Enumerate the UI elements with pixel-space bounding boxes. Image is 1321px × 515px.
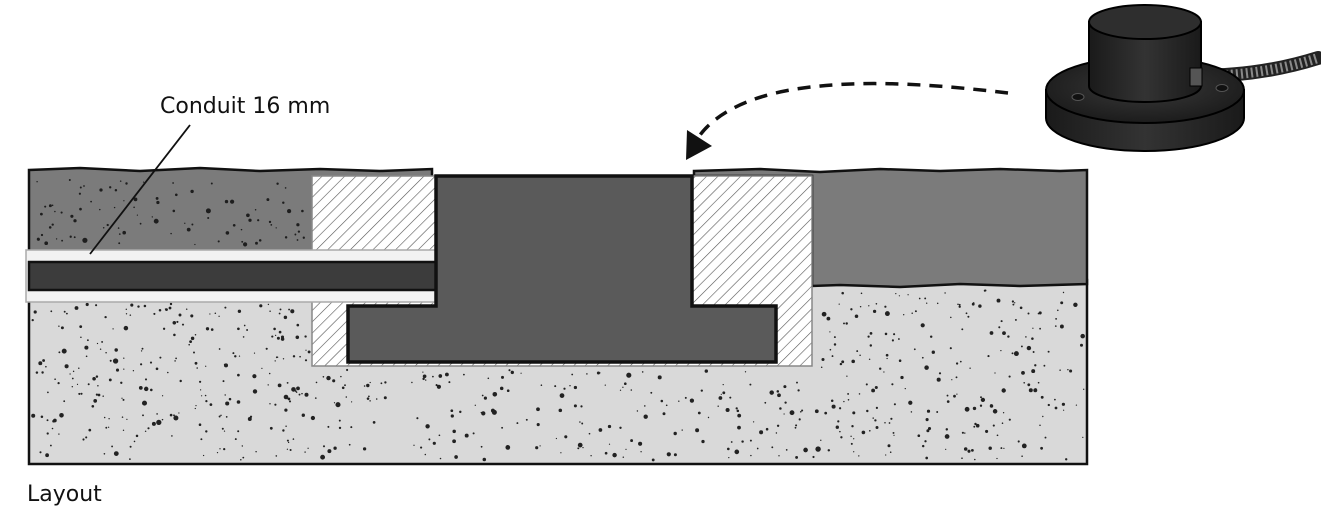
conduit-pipe bbox=[27, 260, 438, 292]
conduit-leader-line bbox=[89, 124, 191, 255]
dashed-curved-arrow-icon bbox=[698, 81, 1009, 137]
diagram-caption: Layout bbox=[27, 482, 102, 507]
sensor-body bbox=[346, 174, 778, 364]
conduit-label: Conduit 16 mm bbox=[160, 94, 330, 119]
arrow-head-icon bbox=[686, 130, 712, 160]
load-cell-sensor-icon bbox=[1045, 4, 1321, 152]
concrete-speckles bbox=[31, 179, 1085, 462]
